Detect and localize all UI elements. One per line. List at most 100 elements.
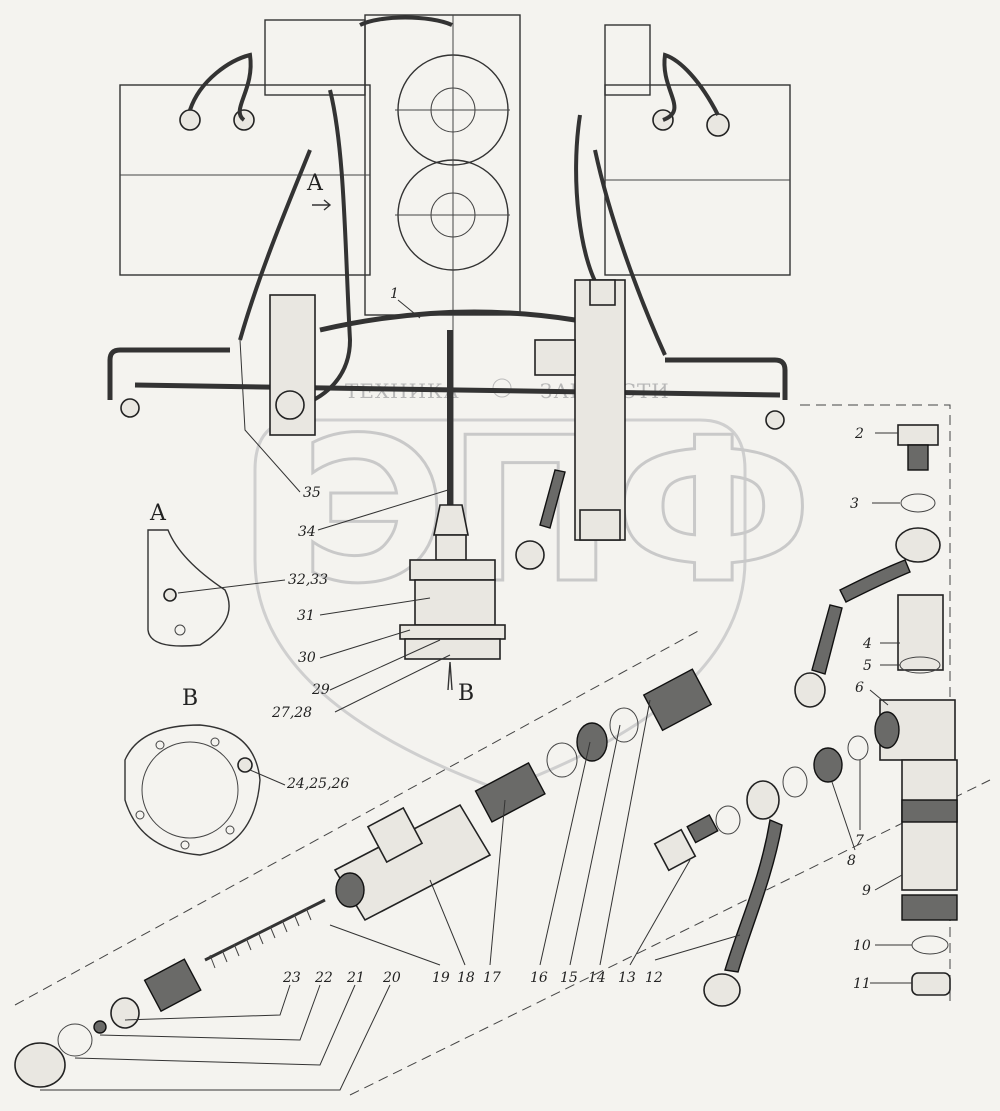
leader-17 (489, 799, 506, 966)
callout-3: 3 (850, 496, 859, 512)
part-housing-9 (901, 759, 958, 891)
part-housing-9-thread-bottom (901, 894, 958, 921)
callout-4: 4 (862, 636, 872, 652)
part-spring (204, 898, 326, 962)
part-hose-4-lower (811, 604, 843, 675)
part-washer-right (782, 766, 808, 798)
callout-7: 7 (855, 833, 864, 849)
inset-b-bolt-1 (155, 740, 165, 750)
part-washer-16 (546, 742, 578, 778)
watermark-letters: ЭПФ (300, 395, 813, 628)
leader-24-26 (249, 769, 286, 786)
right-valve-cap (589, 279, 616, 306)
callout-35: 35 (303, 485, 321, 501)
callout-1: 1 (390, 286, 399, 302)
leader-35 (239, 339, 301, 493)
valve-body-boss (366, 806, 424, 864)
leader-13 (629, 859, 691, 966)
part-washer-3 (900, 493, 936, 513)
callout-11: 11 (853, 976, 871, 992)
callout-30: 30 (298, 650, 316, 666)
left-cylinder-head (119, 84, 371, 276)
callout-32-33: 32,33 (288, 572, 328, 588)
leader-22 (99, 984, 321, 1041)
leader-32-33 (177, 579, 286, 594)
inset-a: A (147, 501, 230, 647)
callout-labels: 1 2 3 4 5 6 7 8 9 10 11 12 13 14 15 16 1… (271, 286, 872, 992)
leader-23 (124, 984, 291, 1021)
leader-27-28 (334, 654, 451, 713)
inset-a-label: A (149, 501, 167, 526)
callout-29: 29 (311, 682, 330, 698)
left-return-pipe (299, 89, 353, 407)
callout-20: 20 (382, 970, 401, 986)
leader-6 (869, 689, 889, 706)
part-piston (143, 958, 202, 1013)
inset-b-fitting (237, 757, 253, 773)
inset-a-fitting (163, 588, 177, 602)
callout-21: 21 (346, 970, 365, 986)
engine-assembly (107, 14, 791, 691)
callout-18: 18 (457, 970, 475, 986)
leader-1 (397, 299, 421, 319)
callout-6: 6 (855, 680, 864, 696)
inset-b-bolt-5 (135, 810, 145, 820)
leader-29 (329, 639, 441, 691)
manifold-left-bend (107, 347, 230, 400)
part-fitting-13 (642, 668, 713, 732)
part-nut-8 (813, 747, 843, 783)
right-head-top (604, 24, 651, 96)
callout-27-28: 27,28 (271, 705, 312, 721)
manifold-right-bend (665, 357, 788, 400)
part-banjo-12 (746, 780, 780, 820)
right-valve-side-port (534, 339, 576, 376)
part-hose-end (703, 973, 741, 1007)
leader-30 (319, 629, 411, 659)
pump-body (414, 579, 496, 626)
callout-31: 31 (297, 608, 315, 624)
part-tee-port (874, 711, 900, 749)
right-injector-fitting (706, 113, 730, 137)
left-injector-fitting (179, 109, 201, 131)
inset-b-flange (124, 724, 261, 856)
assembly-axis-lower (349, 779, 991, 1096)
manifold-right-plug (765, 410, 785, 430)
leader-8 (831, 781, 856, 851)
pump-top-flange (409, 559, 496, 581)
left-pipe-loop (188, 52, 253, 122)
right-valve-block (574, 279, 626, 541)
callout-15: 15 (560, 970, 578, 986)
right-hose (539, 469, 566, 529)
part-nut-15 (576, 722, 608, 762)
watermark-gear-icon (492, 378, 512, 398)
right-pipe-loop (662, 52, 720, 122)
callout-9: 9 (862, 883, 871, 899)
inset-b-label: B (182, 686, 198, 711)
left-head-top (264, 19, 366, 96)
right-feed-pipe (593, 149, 667, 356)
part-bolt-thread (686, 814, 719, 844)
inset-b-bolt-2 (210, 737, 220, 747)
part-seat-20 (110, 997, 140, 1029)
pipe-nut (435, 534, 467, 561)
arrow-b-line (447, 661, 453, 691)
part-hose-4-end (794, 672, 826, 708)
inset-a-outline (147, 529, 230, 647)
part-ball-21 (93, 1020, 107, 1034)
view-arrow-a-label: A (306, 171, 324, 196)
pipe-union (433, 504, 469, 536)
leader-21 (74, 984, 356, 1066)
part-plug-11 (911, 972, 951, 996)
part-bolt-2-thread (907, 444, 929, 471)
view-arrow-b-label: B (458, 681, 474, 706)
callout-24-25-26: 24,25,26 (286, 776, 349, 792)
leader-18 (429, 879, 466, 966)
manifold-upper-pipe (319, 309, 576, 333)
right-return-pipe (574, 114, 602, 292)
part-banjo-bolt (653, 828, 697, 872)
right-valve-nut (579, 509, 621, 541)
inset-b-bolt-4 (180, 840, 190, 850)
leader-lines (40, 299, 912, 1091)
